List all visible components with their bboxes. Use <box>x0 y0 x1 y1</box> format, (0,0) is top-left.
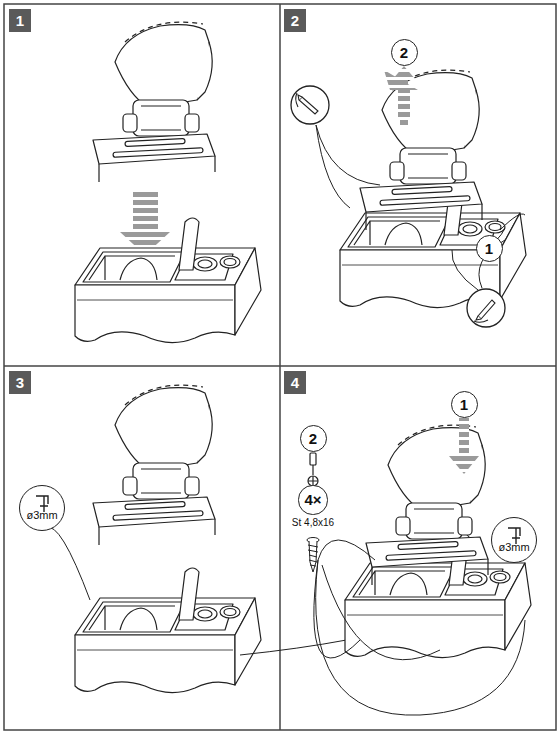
callout-number: 1 <box>476 235 503 262</box>
node-text: ø3mm <box>498 542 529 553</box>
callout-number: 2 <box>300 425 327 452</box>
node-text: 3 <box>16 375 24 390</box>
node-text: 2 <box>400 45 408 60</box>
step-number: 1 <box>9 9 31 32</box>
screw-spec: St 4,8x16 <box>291 518 335 528</box>
node-text: 1 <box>16 13 24 28</box>
node-text: 1 <box>485 241 493 256</box>
node-text: 4 <box>291 375 299 390</box>
node-text: 1 <box>460 397 468 412</box>
step-number: 4 <box>284 371 306 394</box>
drill-size-icon: ø3mm <box>491 517 537 563</box>
node-text: 2 <box>291 13 299 28</box>
callout-number: 1 <box>451 391 478 418</box>
callout-number: 2 <box>391 39 418 66</box>
node-text: ø3mm <box>26 510 57 521</box>
quantity-callout: 4× <box>298 485 327 514</box>
node-text: 2 <box>309 431 317 446</box>
step-number: 3 <box>9 371 31 394</box>
step-number: 2 <box>284 9 306 32</box>
node-text: 4× <box>304 492 321 507</box>
drill-size-icon: ø3mm <box>19 485 65 531</box>
